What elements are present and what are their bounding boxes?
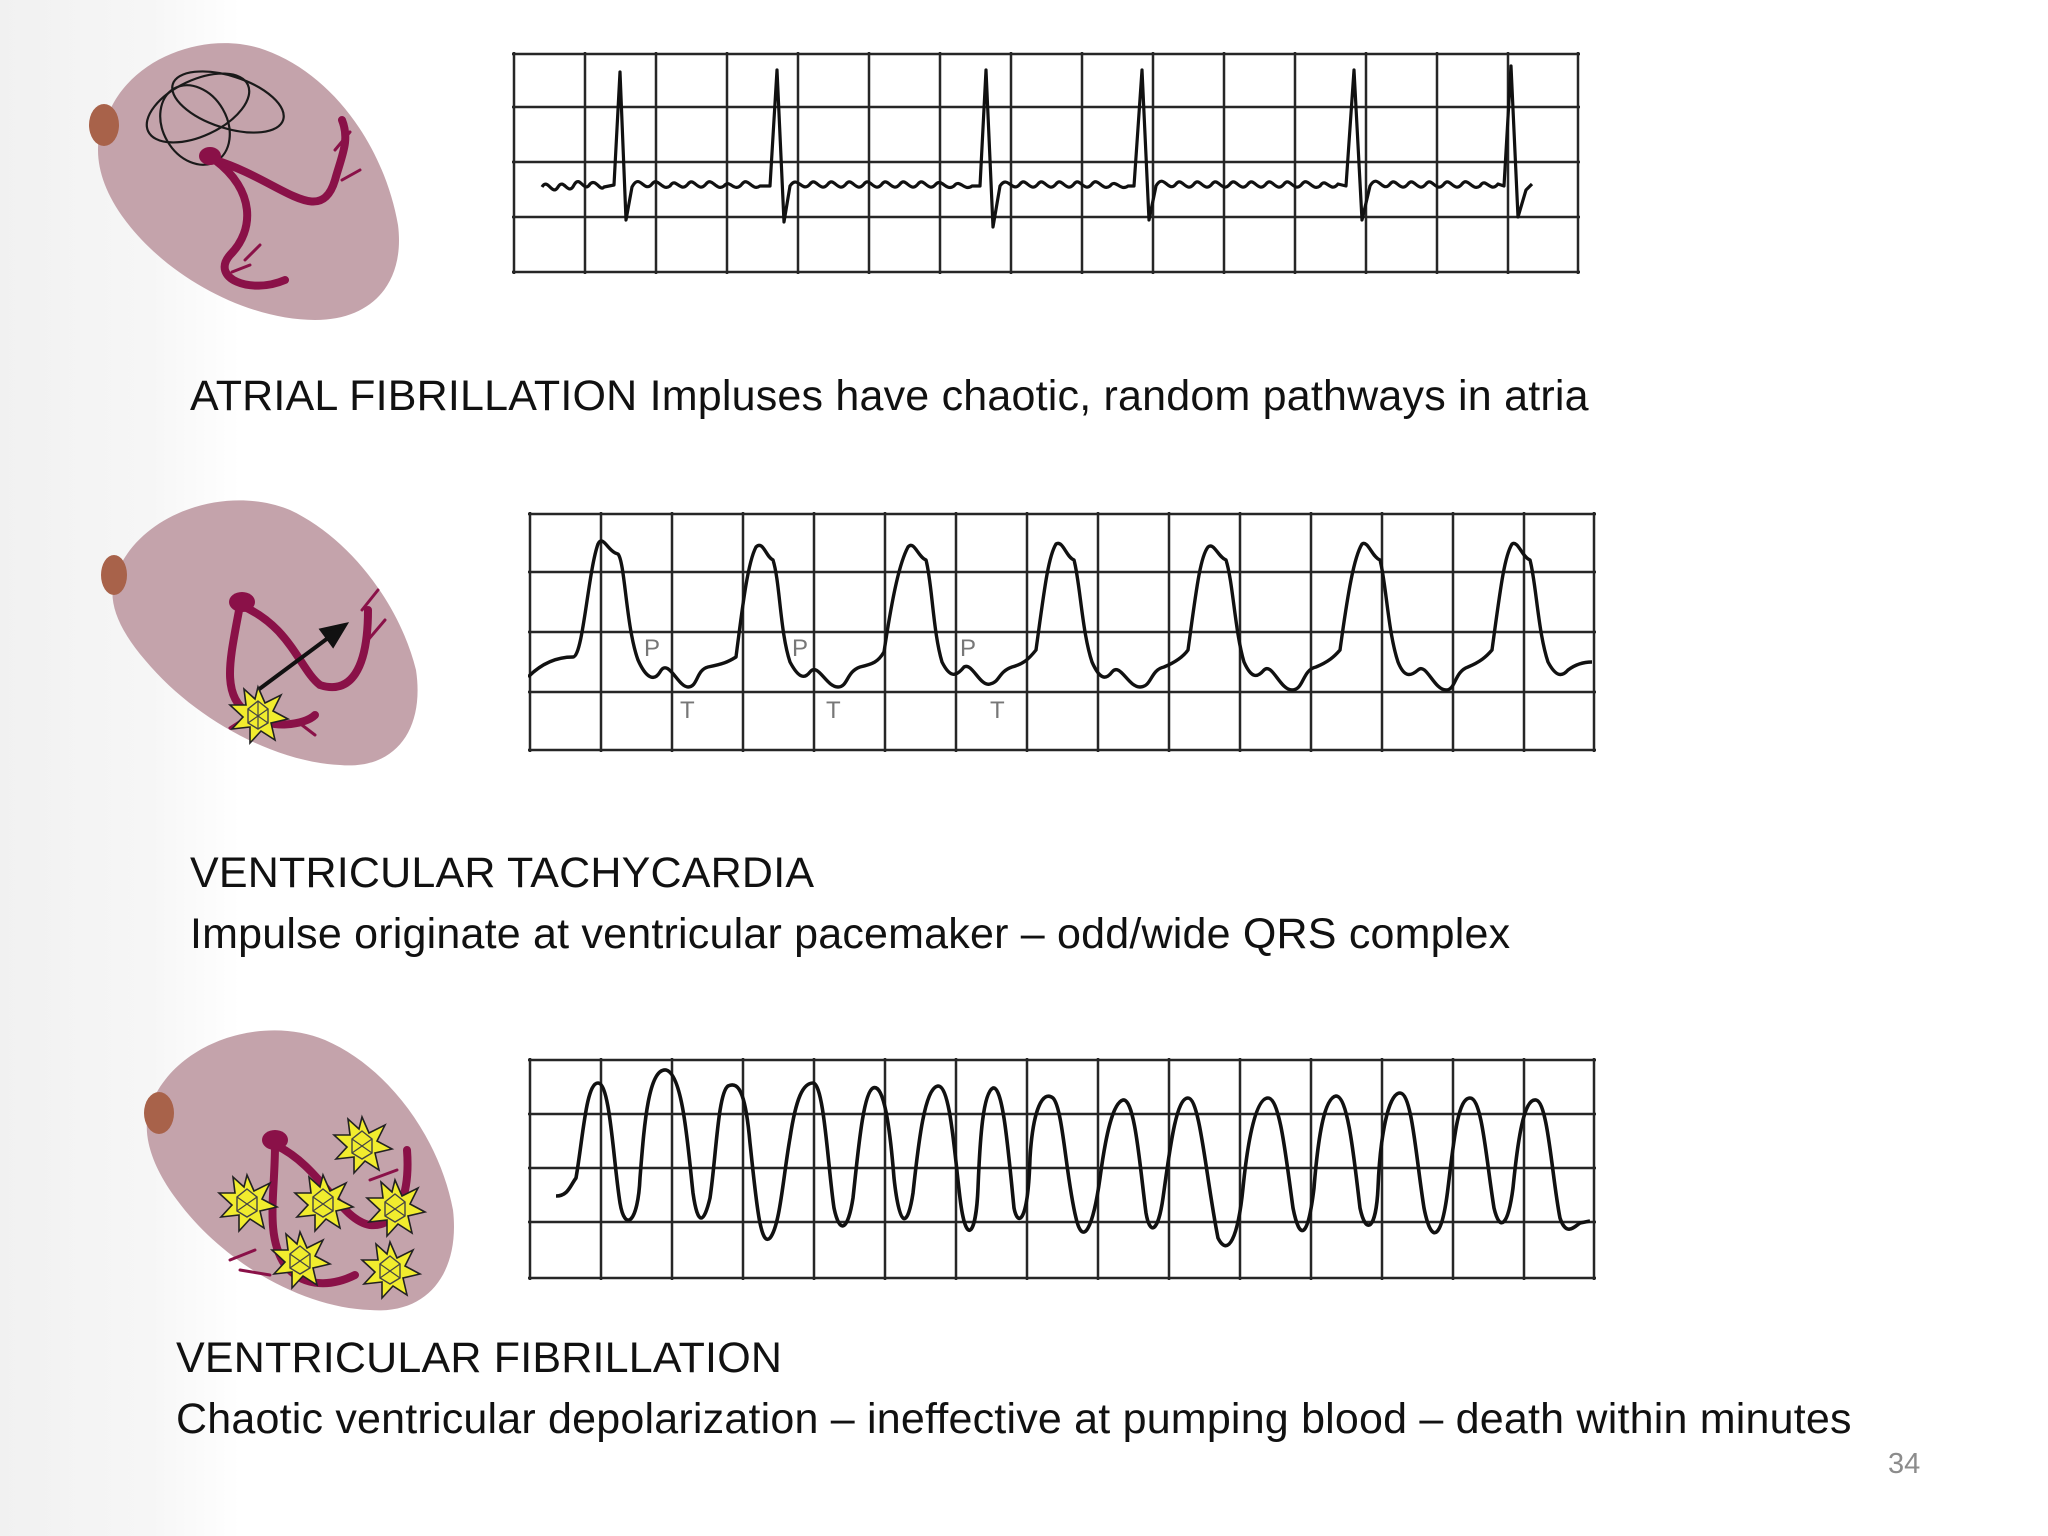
caption-atrial-fibrillation: ATRIAL FIBRILLATION Impluses have chaoti… <box>190 366 1589 427</box>
heart-ventricular-tachycardia-illustration <box>101 500 418 766</box>
av-node <box>262 1130 288 1150</box>
ectopic-focus-star-icon <box>269 1229 333 1291</box>
caption-ventricular-tachycardia: VENTRICULAR TACHYCARDIA Impulse originat… <box>190 843 1510 965</box>
ecg-trace <box>528 539 1593 692</box>
ectopic-focus-star-icon <box>216 1172 280 1234</box>
conduction-direction-arrow <box>256 622 350 692</box>
ecg-grid <box>528 512 1596 752</box>
ectopic-focus-star-icon <box>227 684 291 746</box>
ectopic-focus-star-icon <box>292 1172 356 1234</box>
strip-label-p: P <box>960 635 976 662</box>
av-node <box>199 147 221 165</box>
caption-ventricular-tachycardia-text: Impulse originate at ventricular pacemak… <box>190 910 1511 958</box>
strip-label-t: T <box>990 697 1005 724</box>
heart-silhouette <box>146 1030 454 1311</box>
strip-label-p: P <box>644 635 660 662</box>
heart-ventricular-fibrillation-illustration <box>144 1030 454 1311</box>
ecg-trace <box>555 1068 1591 1248</box>
caption-ventricular-tachycardia-title: VENTRICULAR TACHYCARDIA <box>190 849 815 897</box>
sa-node <box>89 104 119 146</box>
caption-ventricular-fibrillation-title: VENTRICULAR FIBRILLATION <box>176 1334 783 1382</box>
slide-page-number: 34 <box>1888 1448 1921 1480</box>
ectopic-focus-star-icon <box>331 1114 395 1176</box>
ecg-strip-ventricular-fibrillation <box>528 1058 1596 1280</box>
conduction-pathway <box>211 116 362 290</box>
sa-node <box>144 1092 174 1134</box>
ectopic-focus-star-icon <box>359 1239 423 1301</box>
ecg-strip-ventricular-tachycardia: P P P T T T <box>528 512 1596 752</box>
conduction-pathway <box>226 588 387 737</box>
ecg-grid <box>528 1058 1596 1280</box>
caption-ventricular-fibrillation: VENTRICULAR FIBRILLATION Chaotic ventric… <box>176 1328 1852 1450</box>
ectopic-focus-star-icon <box>364 1177 428 1239</box>
caption-atrial-fibrillation-text: ATRIAL FIBRILLATION Impluses have chaoti… <box>190 372 1589 420</box>
av-node <box>229 592 255 612</box>
ecg-strip-atrial-fibrillation <box>512 52 1580 274</box>
heart-silhouette <box>98 43 399 320</box>
ecg-trace <box>540 64 1534 229</box>
heart-silhouette <box>112 500 418 766</box>
sa-node <box>101 555 127 595</box>
caption-ventricular-fibrillation-text: Chaotic ventricular depolarization – ine… <box>176 1395 1852 1443</box>
strip-label-t: T <box>680 697 695 724</box>
heart-atrial-fibrillation-illustration <box>89 43 399 320</box>
ecg-grid <box>512 52 1580 274</box>
strip-label-t: T <box>826 697 841 724</box>
strip-label-p: P <box>792 635 808 662</box>
